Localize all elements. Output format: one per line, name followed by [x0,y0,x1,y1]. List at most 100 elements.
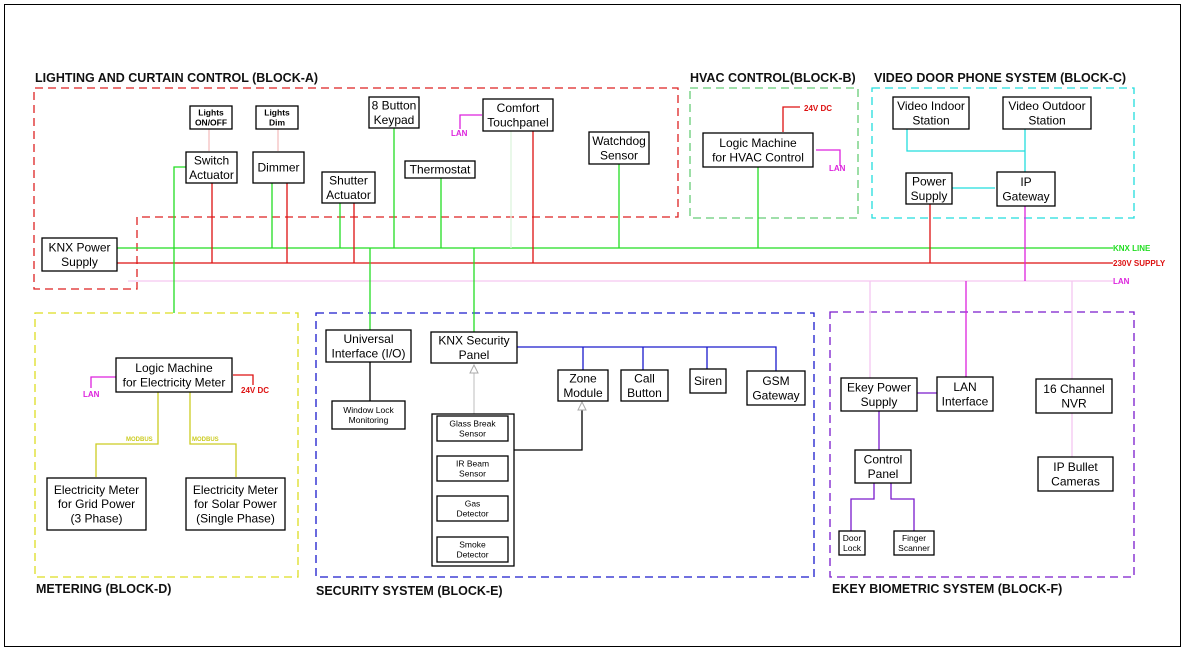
node-label: Supply [911,189,948,203]
control-finger [890,483,915,531]
modbus-tag-grid: MODBUS [126,437,153,443]
node-label: Dimmer [258,161,300,175]
node-label: IR Beam [456,458,489,468]
node-label: Detector [456,509,488,519]
node-label: Lock [843,543,862,553]
block-d-boundary [34,312,299,578]
arrow-to-zone-module-icon [577,400,587,411]
node-label: Supply [861,395,898,409]
node-label: 8 Button [372,99,417,113]
block-b-title: HVAC CONTROL(BLOCK-B) [690,71,856,85]
block-f-boundary [829,311,1135,578]
meter-grid-modbus [95,392,159,477]
node-label: Button [627,386,662,400]
node-label: Dim [269,118,286,128]
block-c-boundary [871,87,1135,219]
node-label: Cameras [1051,474,1100,488]
node-label: Lights [264,107,290,117]
node-label: for Solar Power [194,497,277,511]
node-label: for Electricity Meter [123,375,226,389]
node-label: Scanner [898,543,930,553]
node-label: Interface (I/O) [331,346,405,360]
block-a-title: LIGHTING AND CURTAIN CONTROL (BLOCK-A) [35,71,318,85]
diagram-frame [4,4,1181,647]
node-label: Watchdog [592,134,646,148]
node-label: Electricity Meter [54,483,139,497]
meter-solar-modbus [189,392,237,477]
node-label: Control [864,453,903,467]
node-label: (3 Phase) [70,512,122,526]
node-label: Panel [868,467,899,481]
node-label: Gateway [752,388,799,402]
meter-lan-tag: LAN [83,390,100,399]
node-label: Module [563,386,603,400]
meter-lm-24vdc-link [233,374,254,385]
node-label: Logic Machine [719,136,797,150]
node-label: (Single Phase) [196,512,275,526]
block-f-title: EKEY BIOMETRIC SYSTEM (BLOCK-F) [832,582,1062,596]
node-label: Video Outdoor [1008,99,1085,113]
switch-actuator-knx [173,166,186,313]
node-dimmer: Dimmer [252,151,305,184]
node-label: Touchpanel [487,115,548,129]
node-label: IP Bullet [1053,460,1098,474]
touchpanel-lan-tag-link [459,114,482,129]
node-label: Actuator [326,188,371,202]
node-label: ON/OFF [195,118,227,128]
node-label: Sensor [459,429,486,439]
node-label: Actuator [189,168,234,182]
node-thermostat: Thermostat [404,160,476,179]
node-label: Monitoring [349,415,389,425]
node-label: Sensor [459,469,486,479]
node-label: KNX Power [48,241,110,255]
node-label: Call [634,372,655,386]
node-label: Switch [194,154,229,168]
node-label: Finger [902,533,926,543]
node-label: Glass Break [449,418,496,428]
legend-230v-supply: 230V SUPPLY [1113,259,1166,268]
node-label: Keypad [374,113,415,127]
node-label: Siren [694,374,722,388]
node-label: Comfort [497,101,540,115]
node-label: Station [1028,113,1065,127]
block-b-boundary [689,87,859,219]
node-label: Power [912,175,946,189]
security-panel-bus [517,346,777,371]
node-label: Zone [569,372,597,386]
node-label: for Grid Power [58,497,135,511]
hvac-lan-link [816,149,841,166]
hvac-24vdc-link [782,106,800,132]
node-label: Logic Machine [135,361,213,375]
node-label: Sensor [600,148,638,162]
node-label: Thermostat [410,163,471,177]
video-indoor-link [906,129,1025,152]
node-label: Video Indoor [897,99,965,113]
block-c-title: VIDEO DOOR PHONE SYSTEM (BLOCK-C) [874,71,1126,85]
touchpanel-lan-tag: LAN [451,129,468,138]
hvac-24vdc-tag: 24V DC [804,104,832,113]
node-label: IP [1020,175,1031,189]
